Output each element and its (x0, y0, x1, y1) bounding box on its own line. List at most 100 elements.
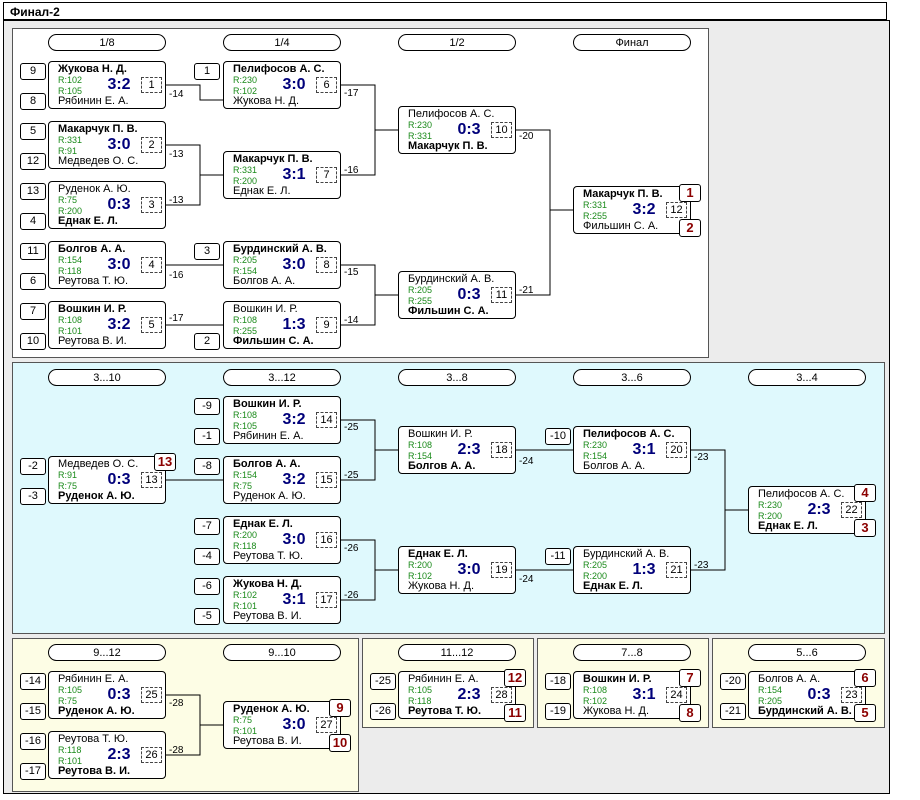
loser-destination-label: -13 (169, 149, 184, 160)
seed-box: -15 (20, 703, 46, 720)
match-number: 1 (141, 77, 162, 93)
match-number: 11 (491, 287, 512, 303)
match-score: 3:2 (282, 471, 306, 488)
match-score: 0:3 (107, 686, 131, 703)
seed-box: 2 (194, 333, 220, 350)
match-number: 9 (316, 317, 337, 333)
loser-destination-label: -25 (344, 422, 359, 433)
player-1-name: Вошкин И. Р. (58, 303, 127, 315)
round-label: 1/2 (398, 34, 516, 51)
player-1-name: Еднак Е. Л. (408, 548, 468, 560)
loser-destination-label: -15 (344, 267, 359, 278)
match-number: 14 (316, 412, 337, 428)
player-1-name: Бурдинский А. В. (583, 548, 670, 560)
player-1-rating: R:205 (408, 285, 433, 295)
match-score: 2:3 (457, 441, 481, 458)
window-title: Финал-2 (3, 2, 887, 20)
player-2-name: Еднак Е. Л. (583, 580, 643, 592)
loser-destination-label: -13 (169, 195, 184, 206)
player-2-rating: R:118 (58, 266, 82, 276)
player-1-rating: R:200 (233, 530, 258, 540)
seed-box: 12 (20, 153, 46, 170)
match-score: 3:0 (282, 531, 306, 548)
seed-box: -7 (194, 518, 220, 535)
match-number: 20 (666, 442, 687, 458)
place-badge: 1 (679, 184, 701, 202)
player-2-name: Бурдинский А. В. (758, 705, 852, 717)
player-2-rating: R:154 (583, 451, 608, 461)
loser-destination-label: -14 (169, 89, 184, 100)
player-1-rating: R:154 (758, 685, 783, 695)
player-2-name: Реутова Т. Ю. (233, 550, 304, 562)
place-badge: 4 (854, 484, 876, 502)
loser-destination-label: -23 (694, 452, 709, 463)
match-score: 1:3 (282, 316, 306, 333)
player-1-name: Болгов А. А. (58, 243, 126, 255)
seed-box: 7 (20, 303, 46, 320)
round-label: 11...12 (398, 644, 516, 661)
seed-box: 5 (20, 123, 46, 140)
player-2-rating: R:102 (408, 571, 433, 581)
match-score: 3:2 (107, 316, 131, 333)
player-1-rating: R:154 (233, 470, 258, 480)
match-number: 3 (141, 197, 162, 213)
seed-box: 9 (20, 63, 46, 80)
match-score: 0:3 (457, 286, 481, 303)
match-number: 23 (841, 687, 862, 703)
player-1-rating: R:230 (583, 440, 608, 450)
player-2-rating: R:75 (58, 696, 78, 706)
match-score: 3:0 (457, 561, 481, 578)
match-score: 0:3 (807, 686, 831, 703)
match-score: 3:0 (282, 256, 306, 273)
loser-destination-label: -28 (169, 745, 184, 756)
place-badge: 12 (504, 669, 526, 687)
seed-box: 3 (194, 243, 220, 260)
match-score: 3:0 (282, 76, 306, 93)
seed-box: -8 (194, 458, 220, 475)
player-2-rating: R:102 (233, 86, 258, 96)
seed-box: -10 (545, 428, 571, 445)
player-2-rating: R:200 (233, 176, 258, 186)
player-2-name: Фильшин С. А. (583, 220, 659, 232)
player-2-rating: R:101 (233, 601, 258, 611)
player-2-name: Еднак Е. Л. (58, 215, 118, 227)
match-score: 2:3 (457, 686, 481, 703)
loser-destination-label: -24 (519, 456, 534, 467)
player-2-name: Жукова Н. Д. (408, 580, 475, 592)
player-1-name: Еднак Е. Л. (233, 518, 293, 530)
round-label: 3...10 (48, 369, 166, 386)
player-1-rating: R:91 (58, 470, 78, 480)
player-1-name: Болгов А. А. (758, 673, 821, 685)
round-label: 9...12 (48, 644, 166, 661)
seed-box: -16 (20, 733, 46, 750)
seed-box: 13 (20, 183, 46, 200)
